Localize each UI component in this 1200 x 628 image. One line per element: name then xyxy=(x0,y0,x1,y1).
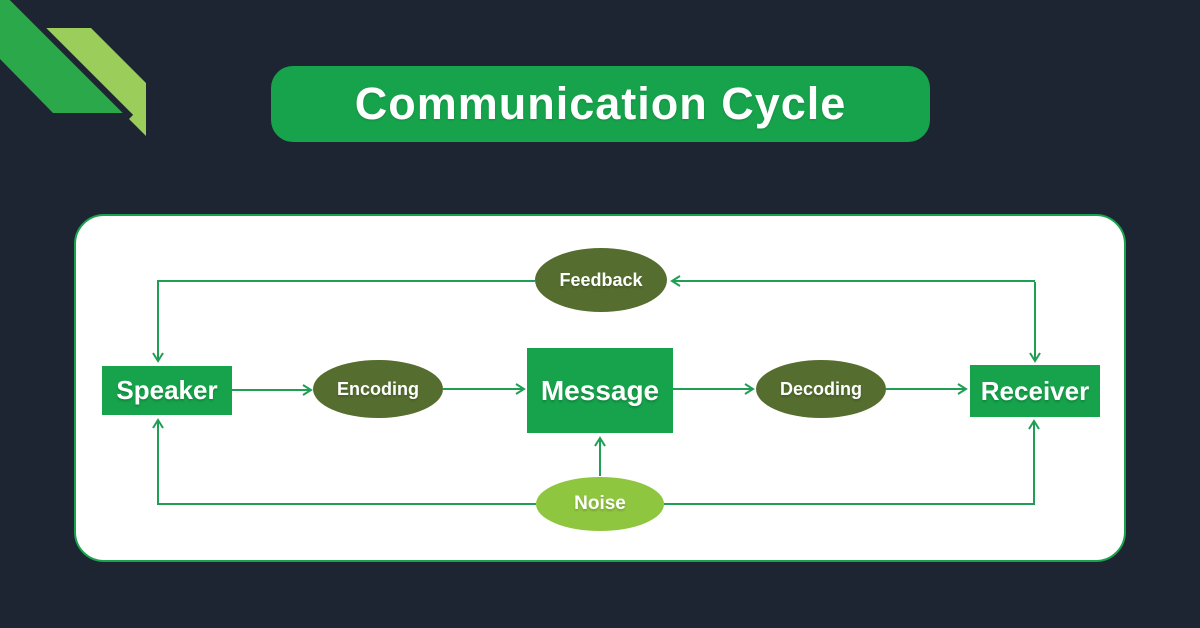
node-noise: Noise xyxy=(536,477,664,531)
ribbon-dark-stripe xyxy=(0,0,125,113)
node-message: Message xyxy=(527,348,673,433)
node-feedback: Feedback xyxy=(535,248,667,312)
title-banner: Communication Cycle xyxy=(271,66,930,142)
node-decoding: Decoding xyxy=(756,360,886,418)
node-speaker: Speaker xyxy=(102,366,232,415)
page-title: Communication Cycle xyxy=(354,78,847,129)
ribbon-gap xyxy=(9,0,134,120)
node-encoding: Encoding xyxy=(313,360,443,418)
node-receiver: Receiver xyxy=(970,365,1100,417)
corner-ribbon-logo xyxy=(0,0,146,136)
